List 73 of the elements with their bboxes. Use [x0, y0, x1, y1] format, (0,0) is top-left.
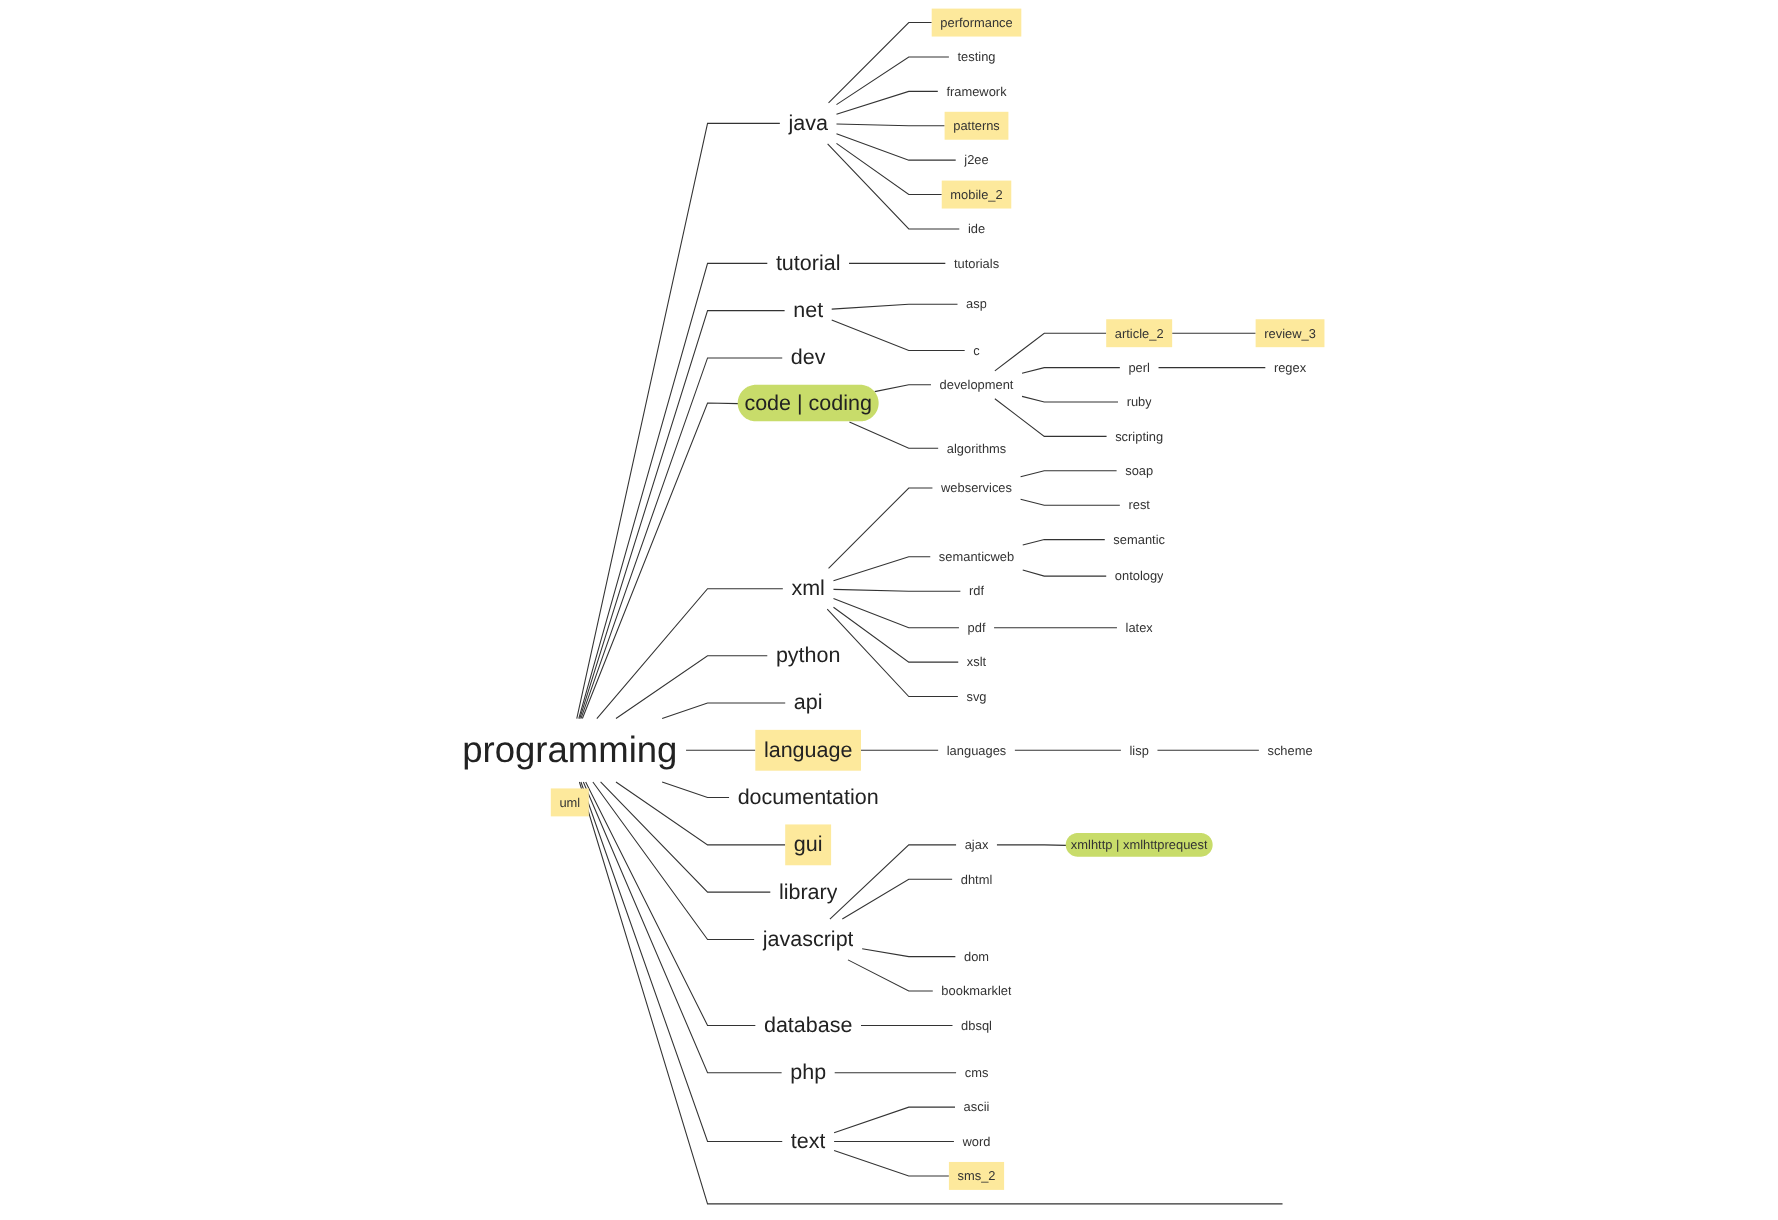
connector-line [580, 781, 783, 1143]
connector-line [576, 122, 781, 720]
connector-line [829, 844, 957, 920]
connector-line [993, 627, 1118, 629]
connector-line [585, 781, 756, 1026]
tag-label: gui [785, 824, 832, 866]
connector-line [833, 1106, 956, 1134]
tag-label: php [790, 1060, 827, 1085]
connector-line [831, 303, 959, 310]
tag-label: net [793, 298, 824, 323]
connector-line [832, 588, 961, 592]
connector-line [1171, 332, 1257, 334]
connector-line [1020, 470, 1118, 478]
connector-line [828, 22, 933, 104]
connector-line [835, 56, 950, 106]
connector-line [578, 781, 1284, 1205]
connector-line [1021, 395, 1119, 403]
connector-line [848, 421, 939, 449]
connector-line [831, 319, 966, 351]
connector-line [582, 781, 783, 1074]
connector-line [1156, 749, 1260, 751]
connector-line [661, 702, 786, 720]
connector-line [578, 262, 768, 720]
tag-label: javascript [762, 927, 854, 952]
connector-line [685, 749, 756, 751]
tag-label: database [763, 1013, 853, 1038]
connector-line [874, 384, 932, 393]
connector-line [832, 606, 959, 663]
tag-label: xml [791, 576, 825, 601]
connector-line [861, 948, 956, 958]
connector-line [1022, 569, 1107, 577]
connector-line [848, 262, 946, 264]
connector-line [615, 655, 768, 720]
tag-label: java [788, 111, 828, 136]
connector-line [1014, 749, 1122, 751]
connector-line [835, 133, 957, 161]
connector-line [833, 1149, 950, 1177]
connector-line [1020, 498, 1121, 506]
connector-line [835, 90, 939, 115]
connector-line [860, 749, 939, 751]
connector-line [826, 608, 959, 698]
connector-line [994, 332, 1107, 372]
connector-line [600, 781, 771, 893]
connector-line [832, 556, 931, 582]
connector-line [1021, 367, 1121, 374]
connector-line [592, 781, 755, 940]
tag-label: python [775, 643, 841, 668]
connector-line [1158, 367, 1266, 369]
connector-line [834, 1072, 957, 1074]
tag-label: programming [462, 729, 678, 771]
tag-label: tutorial [775, 251, 841, 276]
connector-line [841, 878, 953, 920]
tag-label: library [778, 880, 838, 904]
connector-line [835, 123, 946, 127]
connector-line [833, 1141, 955, 1143]
connector-line [994, 398, 1108, 437]
connector-line [832, 598, 960, 629]
tag-label: dev [790, 346, 826, 370]
connector-line [860, 1024, 954, 1026]
connector-line [847, 959, 934, 992]
connector-line [581, 402, 739, 720]
tag-label: api [793, 691, 823, 715]
tag-label: language [755, 729, 861, 771]
connector-line [828, 487, 933, 569]
tag-label: text [790, 1129, 826, 1154]
connector-line [827, 143, 960, 230]
tag-label: documentation [737, 785, 879, 810]
connector-line [1022, 539, 1106, 546]
connector-line [996, 844, 1067, 846]
connector-line [835, 142, 943, 196]
connector-line [661, 781, 730, 799]
connector-line [615, 781, 786, 846]
connector-line [596, 588, 784, 720]
